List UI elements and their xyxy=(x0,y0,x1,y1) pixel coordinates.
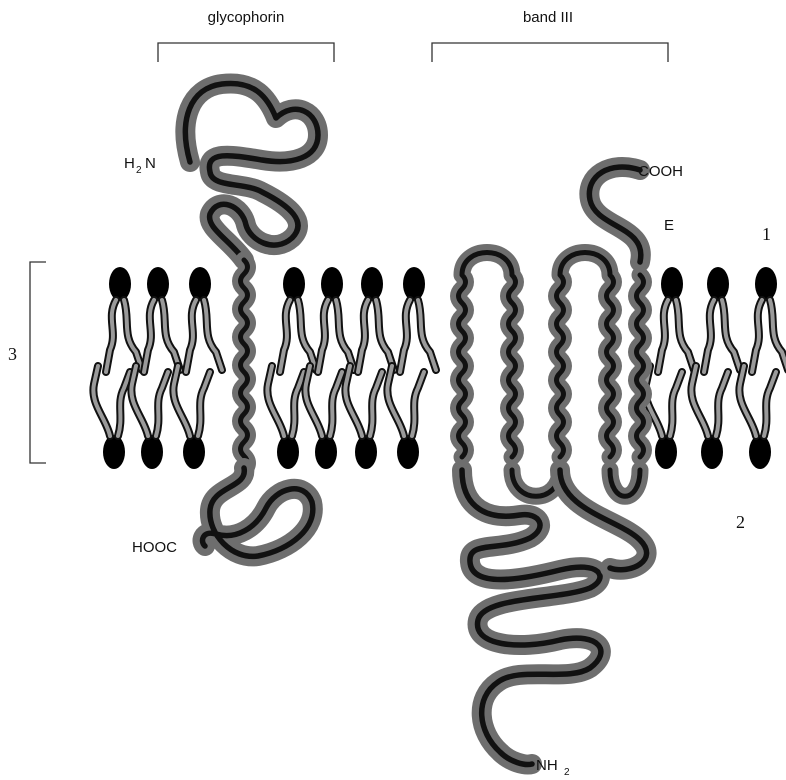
lipid-head-top xyxy=(707,267,729,301)
lipid-tail-fill xyxy=(376,300,394,370)
lipid-tail-fill xyxy=(173,366,190,436)
lipid-tail-fill xyxy=(722,300,740,370)
lipid-head-top xyxy=(361,267,383,301)
lipid-head-top xyxy=(109,267,131,301)
lipid-head-top xyxy=(189,267,211,301)
lipid-tail-fill xyxy=(124,300,142,370)
svg-text:H: H xyxy=(124,155,135,172)
lipid-tail-fill xyxy=(93,366,110,436)
lipid-head-bottom xyxy=(103,435,125,469)
lipid-head-bottom xyxy=(141,435,163,469)
lipid-tail-fill xyxy=(305,366,322,436)
lipid-head-bottom xyxy=(749,435,771,469)
lipid-head-top xyxy=(661,267,683,301)
lipid-head-bottom xyxy=(277,435,299,469)
lipid-tail-fill xyxy=(418,300,436,370)
lipid-bilayer xyxy=(93,267,786,469)
lipid-tail-fill xyxy=(131,366,148,436)
lipid-tail-fill xyxy=(298,300,316,370)
lipid-tail-fill xyxy=(345,366,362,436)
lipid-head-top xyxy=(147,267,169,301)
lipid-head-bottom xyxy=(397,435,419,469)
lipid-head-top xyxy=(321,267,343,301)
lipid-tail-fill xyxy=(267,366,284,436)
glycophorin-bracket xyxy=(158,43,334,62)
number-1-label: 1 xyxy=(762,224,771,244)
number-3-label: 3 xyxy=(8,344,17,364)
lipid-tail-fill xyxy=(770,300,786,370)
lipid-tail-fill xyxy=(691,366,708,436)
lipid-tail-fill xyxy=(387,366,404,436)
lipid-head-bottom xyxy=(315,435,337,469)
svg-text:N: N xyxy=(145,155,156,172)
lipid-head-bottom xyxy=(355,435,377,469)
band-iii-protein xyxy=(459,167,647,765)
svg-text:2: 2 xyxy=(564,767,570,778)
h2n-label: H 2 N xyxy=(124,155,156,176)
lipid-head-top xyxy=(283,267,305,301)
glycophorin-label: glycophorin xyxy=(208,9,285,26)
e-label: E xyxy=(664,217,674,234)
lipid-tail-fill xyxy=(676,300,694,370)
svg-text:2: 2 xyxy=(136,165,142,176)
lipid-head-top xyxy=(403,267,425,301)
number-2-label: 2 xyxy=(736,512,745,532)
lipid-head-bottom xyxy=(701,435,723,469)
lipid-head-top xyxy=(755,267,777,301)
lipid-tail-fill xyxy=(739,366,756,436)
hooc-label: HOOC xyxy=(132,539,177,556)
lipid-tail-fill xyxy=(336,300,354,370)
lipid-tail-fill xyxy=(204,300,222,370)
lipid-head-bottom xyxy=(655,435,677,469)
svg-text:NH: NH xyxy=(536,757,558,774)
lipid-tail-fill xyxy=(162,300,180,370)
membrane-thickness-bracket xyxy=(30,262,46,463)
cooh-label: COOH xyxy=(638,163,683,180)
band-iii-label: band III xyxy=(523,9,573,26)
band-iii-bracket xyxy=(432,43,668,62)
lipid-head-bottom xyxy=(183,435,205,469)
nh2-label: NH 2 xyxy=(536,757,570,778)
